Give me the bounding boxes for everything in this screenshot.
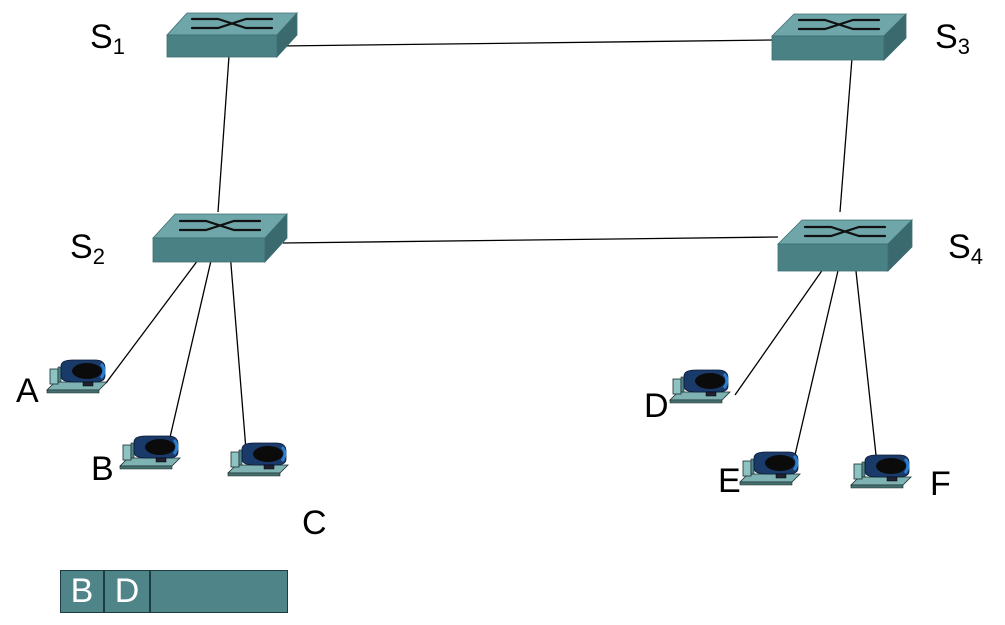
switch-arrows-icon — [803, 225, 887, 238]
switch-side-face — [883, 13, 907, 61]
switch-side-face — [887, 219, 913, 272]
switch-s2 — [152, 212, 288, 264]
switch-front-face — [152, 237, 266, 263]
switch-arrows-icon — [190, 17, 274, 30]
links — [105, 39, 877, 456]
switch-label-s3: S3 — [935, 18, 970, 59]
switch-label-s1: S1 — [90, 18, 125, 59]
link-s2-s4 — [282, 236, 779, 244]
switch-front-face — [777, 243, 889, 272]
hosts — [46, 359, 912, 489]
host-f-icon — [850, 454, 912, 489]
frame-table: B D — [60, 570, 288, 613]
link-s3-s4 — [839, 57, 853, 213]
link-s2-a — [105, 251, 205, 384]
frame-field-2: D — [114, 572, 140, 610]
host-b-icon — [119, 435, 181, 470]
frame-field-1: B — [70, 572, 94, 610]
link-s4-f — [854, 261, 877, 456]
switch-front-face — [771, 35, 885, 61]
switch-label-s4: S4 — [948, 228, 983, 269]
switch-arrows-icon — [178, 219, 262, 232]
switch-side-face — [264, 212, 288, 264]
host-label-a: A — [16, 372, 39, 410]
host-label-e: E — [718, 462, 741, 500]
link-s2-b — [167, 251, 214, 447]
switch-label-s2: S2 — [70, 228, 105, 269]
frame-divider-2 — [149, 571, 151, 612]
frame-divider-1 — [103, 571, 105, 612]
link-s2-c — [229, 251, 247, 451]
frame-field-3 — [151, 571, 287, 612]
switch-side-face — [276, 11, 298, 59]
host-label-b: B — [91, 450, 114, 488]
link-s4-d — [734, 261, 829, 396]
switch-s4 — [777, 219, 913, 272]
host-label-c: C — [302, 504, 327, 542]
switch-s1 — [166, 11, 298, 59]
host-a-icon — [46, 359, 108, 394]
host-label-f: F — [930, 465, 951, 503]
link-s1-s2 — [217, 55, 230, 213]
switch-arrows-icon — [797, 18, 881, 31]
host-c-icon — [227, 442, 289, 477]
host-label-d: D — [644, 387, 669, 425]
link-s1-s3 — [279, 39, 774, 47]
host-d-icon — [669, 369, 731, 404]
switch-front-face — [166, 34, 278, 58]
switch-s3 — [771, 13, 907, 61]
host-e-icon — [739, 451, 801, 486]
switches — [152, 11, 913, 272]
link-s4-e — [794, 261, 841, 456]
